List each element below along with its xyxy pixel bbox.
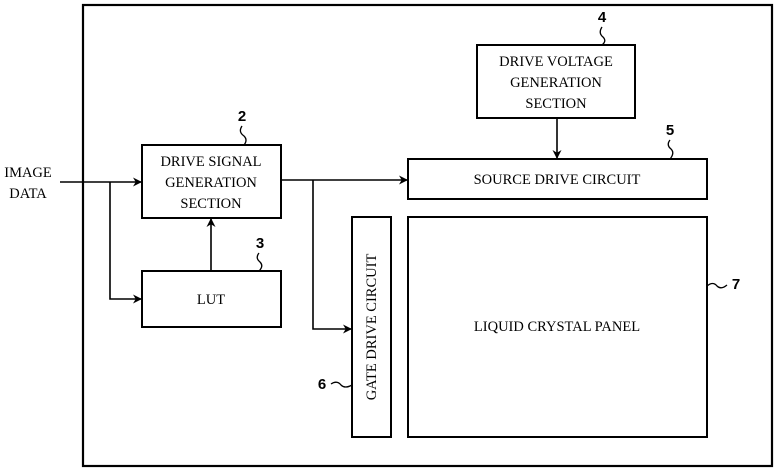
ref-leader-6: [331, 382, 352, 387]
ref-number-3: 3: [256, 235, 264, 252]
ref-leader-7: [707, 284, 727, 288]
ref-leader-4: [600, 27, 605, 45]
drive-voltage-label-line2: GENERATION: [510, 75, 602, 91]
input-label-line1: IMAGE: [4, 165, 52, 181]
input-label-line2: DATA: [9, 186, 47, 202]
lut-label: LUT: [197, 292, 225, 308]
drive-voltage-label-line1: DRIVE VOLTAGE: [499, 54, 613, 70]
ref-number-5: 5: [666, 122, 674, 139]
ref-number-6: 6: [318, 376, 326, 393]
ref-number-2: 2: [238, 108, 246, 125]
drive-signal-label-line2: GENERATION: [165, 175, 257, 191]
lcd-panel-label: LIQUID CRYSTAL PANEL: [474, 319, 640, 335]
image-data-to-lut-arrow: [110, 182, 142, 299]
drive-signal-to-gate-arrow: [313, 180, 352, 329]
source-drive-label: SOURCE DRIVE CIRCUIT: [474, 172, 641, 188]
ref-leader-5: [668, 140, 673, 159]
ref-number-4: 4: [598, 9, 607, 26]
drive-signal-label-line3: SECTION: [180, 196, 242, 212]
drive-voltage-label-line3: SECTION: [525, 96, 587, 112]
ref-leader-2: [240, 126, 246, 145]
ref-leader-3: [257, 253, 262, 271]
drive-signal-label-line1: DRIVE SIGNAL: [160, 154, 261, 170]
ref-number-7: 7: [732, 276, 740, 293]
gate-drive-label: GATE DRIVE CIRCUIT: [364, 254, 380, 401]
